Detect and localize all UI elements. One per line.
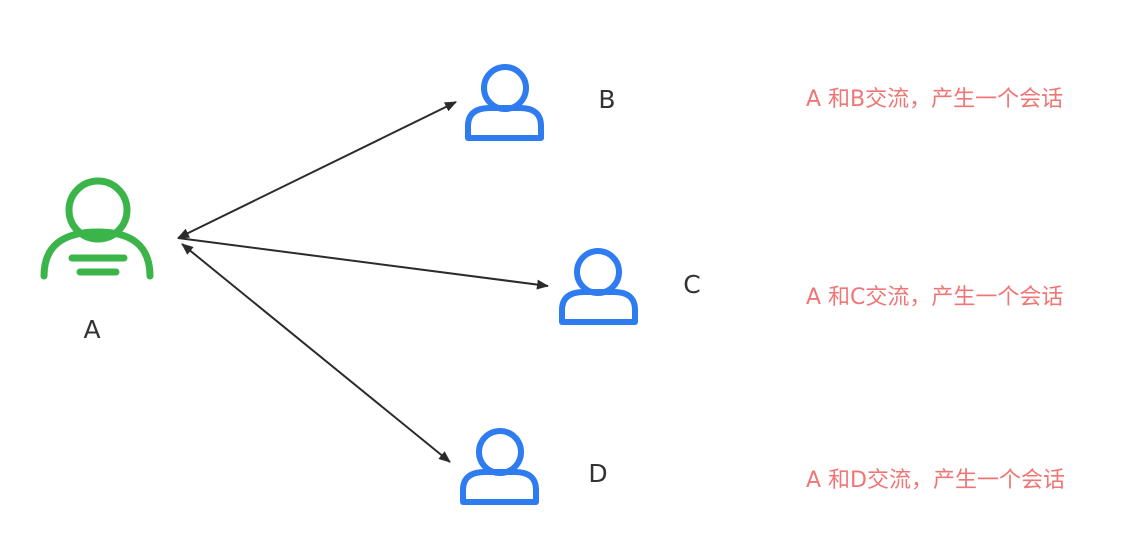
user-a-label: A: [83, 315, 100, 344]
user-a-node: A: [40, 177, 154, 344]
arrow-a-b: [177, 101, 457, 239]
user-b-label: B: [598, 85, 615, 114]
user-group-icon: [40, 177, 154, 280]
session-notes: A 和B交流，产生一个会话 A 和C交流，产生一个会话 A 和D交流，产生一个会…: [806, 87, 1065, 493]
note-a-b: A 和B交流，产生一个会话: [806, 87, 1063, 112]
arrow-a-d: [181, 243, 451, 463]
user-d-label: D: [588, 459, 607, 488]
user-icon: [559, 248, 638, 325]
user-d-node: D: [460, 428, 608, 505]
note-a-c: A 和C交流，产生一个会话: [806, 285, 1063, 310]
user-icon: [460, 428, 539, 505]
user-b-node: B: [465, 64, 616, 141]
note-a-d: A 和D交流，产生一个会话: [806, 468, 1065, 493]
user-c-label: C: [683, 270, 700, 299]
arrow-a-c: [177, 237, 549, 290]
user-c-node: C: [559, 248, 701, 325]
connections: [177, 101, 549, 463]
user-icon: [465, 64, 544, 141]
